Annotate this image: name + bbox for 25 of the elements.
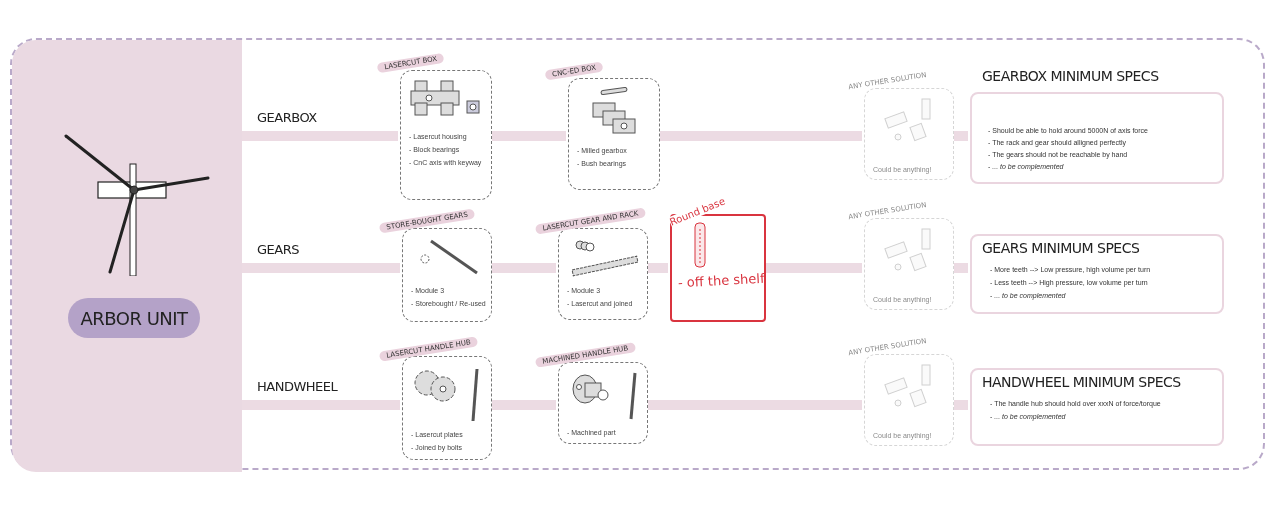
specs-heading: GEARS MINIMUM SPECS bbox=[982, 240, 1141, 256]
handwritten-note: - off the shelf bbox=[677, 270, 765, 291]
connector-band bbox=[658, 131, 862, 141]
connector-band bbox=[952, 131, 968, 141]
connector-band bbox=[646, 400, 862, 410]
edge-label: GEARS bbox=[255, 242, 301, 257]
specs-heading: HANDWHEEL MINIMUM SPECS bbox=[982, 374, 1182, 390]
unit-badge: ARBOR UNIT bbox=[68, 298, 200, 338]
specs-box bbox=[970, 234, 1224, 314]
connector-band bbox=[646, 263, 668, 273]
connector-band bbox=[490, 131, 566, 141]
connector-band bbox=[240, 263, 400, 273]
specs-box bbox=[970, 368, 1224, 446]
connector-band bbox=[490, 263, 556, 273]
edge-label: HANDWHEEL bbox=[255, 379, 340, 394]
side-panel bbox=[12, 40, 242, 472]
dashed-frame bbox=[10, 38, 1265, 470]
connector-band bbox=[952, 263, 968, 273]
specs-heading: GEARBOX MINIMUM SPECS bbox=[982, 68, 1159, 84]
connector-band bbox=[764, 263, 862, 273]
connector-band bbox=[240, 400, 400, 410]
edge-label: GEARBOX bbox=[255, 110, 319, 125]
connector-band bbox=[490, 400, 556, 410]
connector-band bbox=[240, 131, 398, 141]
connector-band bbox=[952, 400, 968, 410]
